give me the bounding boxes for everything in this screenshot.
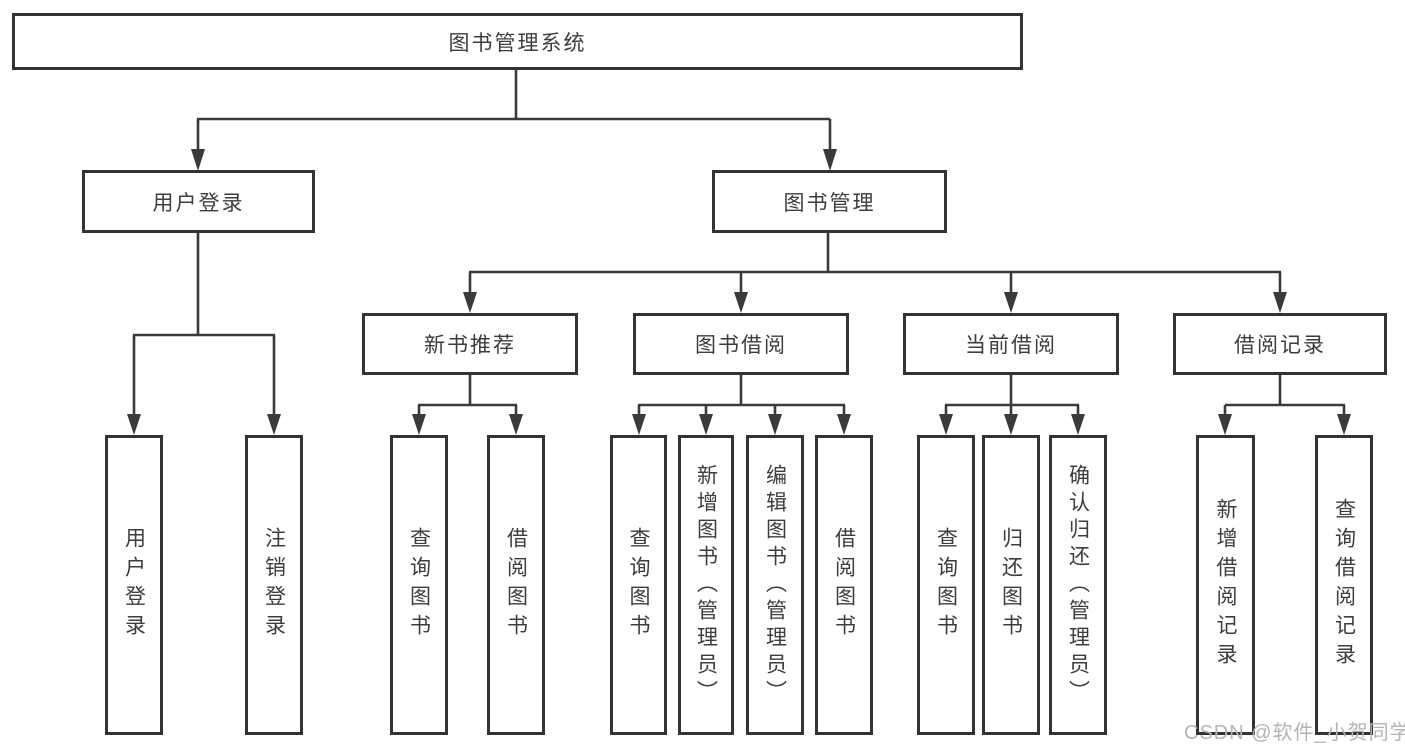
- leaf-user-login-label: 用户登录: [122, 527, 146, 643]
- node-borrow-records: 借阅记录: [1173, 313, 1387, 375]
- leaf-current-confirm-return-admin: 确认归还（管理员）: [1049, 435, 1107, 735]
- leaf-recommend-borrow-book: 借阅图书: [487, 435, 545, 735]
- csdn-watermark: CSDN @软件_小贺同学: [1184, 722, 1405, 744]
- node-current-borrow-label: 当前借阅: [965, 334, 1057, 357]
- node-book-management: 图书管理: [712, 170, 947, 233]
- leaf-borrow-edit-book-admin-label: 编辑图书（管理员）: [763, 463, 787, 707]
- leaf-current-query-book: 查询图书: [917, 435, 975, 735]
- node-book-borrow: 图书借阅: [633, 313, 849, 375]
- node-current-borrow: 当前借阅: [903, 313, 1119, 375]
- leaf-current-return-book: 归还图书: [982, 435, 1040, 735]
- leaf-borrow-query-book: 查询图书: [610, 435, 667, 735]
- node-book-borrow-label: 图书借阅: [695, 334, 787, 357]
- node-borrow-records-label: 借阅记录: [1234, 334, 1326, 357]
- leaf-recommend-query-book-label: 查询图书: [407, 527, 431, 643]
- leaf-borrow-add-book-admin-label: 新增图书（管理员）: [694, 463, 718, 707]
- leaf-borrow-borrow-book-label: 借阅图书: [832, 527, 856, 643]
- leaf-borrow-borrow-book: 借阅图书: [815, 435, 873, 735]
- node-book-management-label: 图书管理: [783, 191, 876, 215]
- leaf-recommend-borrow-book-label: 借阅图书: [504, 527, 528, 643]
- leaf-borrow-add-book-admin: 新增图书（管理员）: [678, 435, 734, 735]
- leaf-borrow-edit-book-admin: 编辑图书（管理员）: [746, 435, 804, 735]
- leaf-records-query-record-label: 查询借阅记录: [1332, 498, 1356, 672]
- leaf-records-add-record: 新增借阅记录: [1196, 435, 1255, 735]
- leaf-current-return-book-label: 归还图书: [999, 527, 1023, 643]
- leaf-recommend-query-book: 查询图书: [390, 435, 448, 735]
- node-library-system: 图书管理系统: [12, 13, 1023, 70]
- node-new-book-recommend: 新书推荐: [362, 313, 578, 375]
- node-user-login: 用户登录: [82, 170, 315, 233]
- leaf-borrow-query-book-label: 查询图书: [627, 527, 650, 643]
- leaf-user-login: 用户登录: [105, 435, 163, 735]
- node-new-book-recommend-label: 新书推荐: [424, 334, 516, 357]
- leaf-records-query-record: 查询借阅记录: [1315, 435, 1373, 735]
- node-user-login-label: 用户登录: [152, 191, 245, 215]
- node-library-system-label: 图书管理系统: [448, 31, 587, 55]
- leaf-logout: 注销登录: [245, 435, 303, 735]
- leaf-current-confirm-return-admin-label: 确认归还（管理员）: [1066, 463, 1090, 707]
- leaf-records-add-record-label: 新增借阅记录: [1214, 498, 1237, 672]
- leaf-current-query-book-label: 查询图书: [934, 527, 958, 643]
- leaf-logout-label: 注销登录: [262, 527, 286, 643]
